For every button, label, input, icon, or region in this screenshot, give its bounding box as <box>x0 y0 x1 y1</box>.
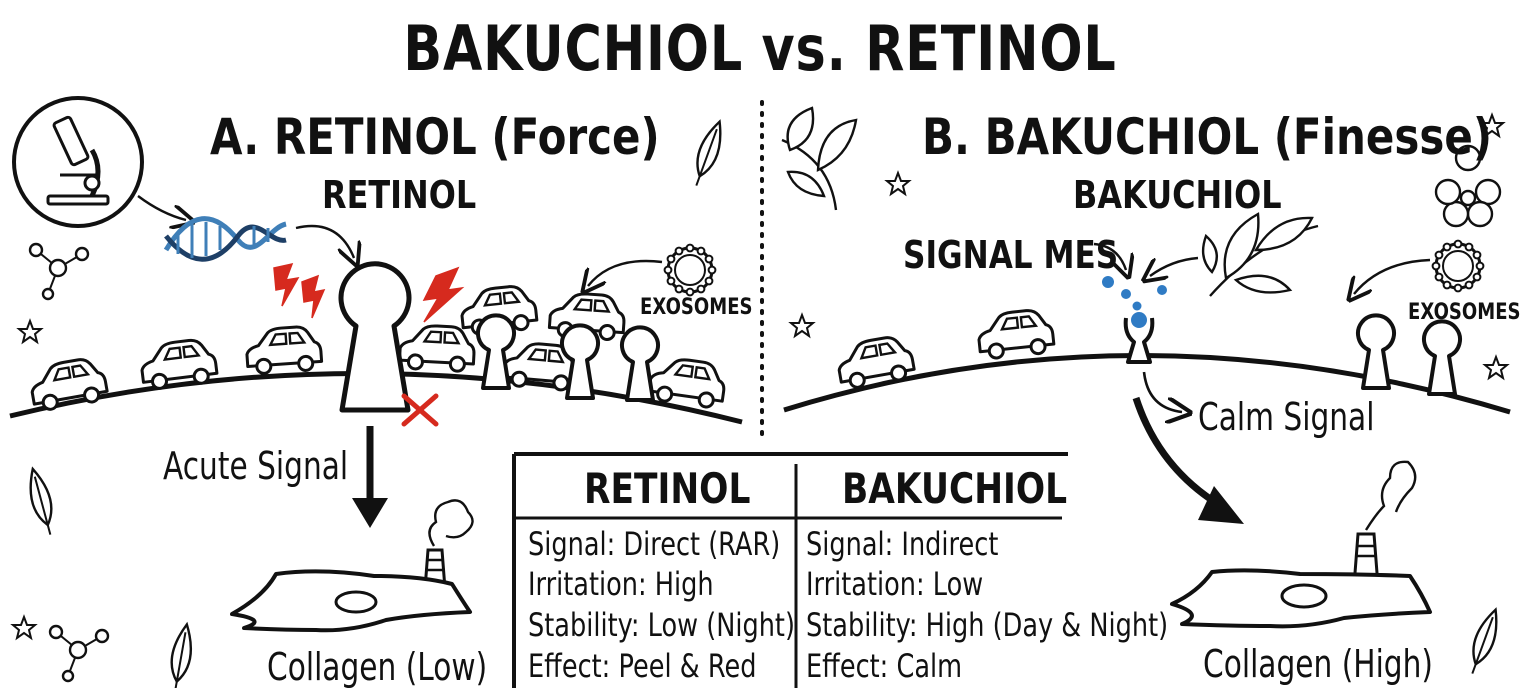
panel-b-subheading: BAKUCHIOL <box>1073 173 1282 217</box>
star-icon <box>1484 356 1508 379</box>
molecule-icon <box>1102 276 1167 311</box>
x-mark-icon <box>401 393 439 427</box>
table-header-bakuchiol: BAKUCHIOL <box>842 464 1068 513</box>
lightning-icon <box>273 262 465 323</box>
collagen-low-label: Collagen (Low) <box>267 645 488 688</box>
dna-helix-icon <box>163 216 287 262</box>
exosomes-label-a: EXOSOMES <box>640 295 753 320</box>
table-cell: Signal: Indirect <box>806 525 999 563</box>
table-cell: Signal: Direct (RAR) <box>528 525 781 563</box>
panel-b-heading: B. BAKUCHIOL (Finesse) <box>922 108 1493 166</box>
cell-icon <box>1170 568 1432 629</box>
collagen-high-label: Collagen (High) <box>1203 642 1433 686</box>
keyhole-receptor-icon <box>476 313 660 402</box>
calm-signal-label: Calm Signal <box>1198 395 1375 439</box>
flower-icon <box>1434 144 1502 228</box>
keyhole-receptor-icon <box>338 261 412 413</box>
exosomes-label-b: EXOSOMES <box>1408 300 1520 325</box>
table-cell: Irritation: Low <box>806 565 984 603</box>
leaf-icon <box>1201 212 1319 297</box>
page-title: BAKUCHIOL vs. RETINOL <box>403 12 1117 85</box>
table-header-retinol: RETINOL <box>584 464 751 513</box>
leaf-icon <box>22 465 61 539</box>
exosome-icon <box>1431 239 1485 293</box>
star-icon <box>18 320 42 343</box>
signal-messenger-label: SIGNAL MES <box>903 233 1119 277</box>
keyhole-receptor-icon <box>1356 313 1462 396</box>
molecule-icon <box>48 624 110 683</box>
keyhole-receptor-icon <box>1123 312 1155 364</box>
cell-icon <box>230 569 472 633</box>
star-icon <box>886 172 910 195</box>
microscope-icon <box>12 96 144 228</box>
exosome-icon <box>663 243 717 297</box>
acute-signal-arrow <box>352 426 388 528</box>
panel-a-heading: A. RETINOL (Force) <box>210 108 660 166</box>
table-cell: Stability: Low (Night) <box>528 606 795 644</box>
leaf-icon <box>1462 605 1506 678</box>
comparison-table <box>512 452 1068 688</box>
table-cell: Stability: High (Day & Night) <box>806 606 1169 644</box>
calm-signal-arrow <box>1132 396 1244 524</box>
table-cell: Effect: Peel & Red <box>528 647 757 685</box>
table-cell: Irritation: High <box>528 565 714 603</box>
leaf-icon <box>686 117 730 190</box>
panel-a-subheading: RETINOL <box>322 173 477 217</box>
acute-signal-label: Acute Signal <box>163 444 349 488</box>
leaf-icon <box>781 106 858 211</box>
star-icon <box>790 314 814 337</box>
star-icon <box>12 616 36 639</box>
table-cell: Effect: Calm <box>806 647 963 685</box>
molecule-icon <box>28 242 90 301</box>
leaf-icon <box>164 621 197 688</box>
car-icon <box>833 306 1057 392</box>
